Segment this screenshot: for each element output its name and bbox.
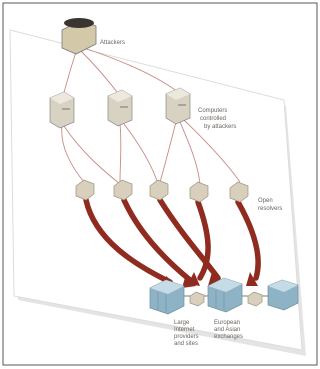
datacenter-icon: [268, 280, 298, 310]
server-icon: [166, 88, 190, 124]
label-attackers: Attackers: [100, 40, 125, 46]
server-icon: [50, 92, 74, 128]
label-exchanges: European and Asian exchanges: [214, 320, 243, 340]
server-icon: [108, 90, 132, 126]
datacenter-icon: [150, 280, 184, 314]
datacenter-icon: [208, 278, 242, 312]
